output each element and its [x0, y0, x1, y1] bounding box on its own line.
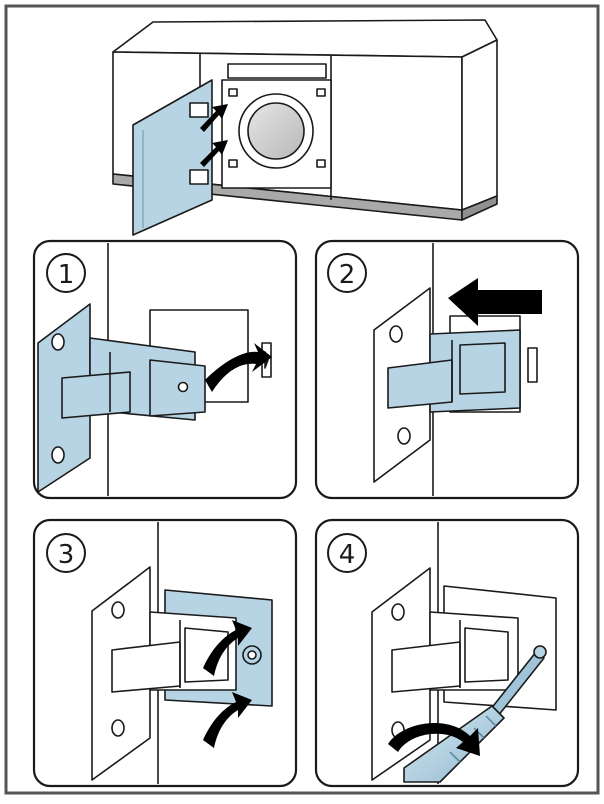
step-1-door-hole-top [51, 333, 65, 351]
step-2-number: 2 [339, 260, 356, 290]
machine-panel [227, 63, 327, 79]
cabinet-plinth-side [461, 195, 498, 221]
step-4-panel: 4 [314, 518, 580, 788]
overview-arrows [200, 104, 228, 167]
step-3-door-hole-top [111, 601, 125, 619]
machine-hinge-slot-top-left [228, 88, 238, 97]
step-3-panel: 3 [32, 518, 298, 788]
step-4-hinge-tab [464, 627, 509, 683]
door-hinge-top [189, 102, 209, 118]
step-1-screw-hole [177, 381, 189, 393]
step-2-push-arrow [448, 278, 542, 326]
screwdriver-tip [533, 645, 547, 659]
step-1-hinge-knuckle [61, 371, 131, 419]
step-2-slot [527, 347, 538, 383]
step-3-arrow-bottom [203, 692, 252, 748]
machine-hinge-slot-top-right [316, 88, 326, 97]
step-4-badge [327, 533, 367, 573]
overview-illustration [112, 19, 498, 236]
step-2-door-hole-top [389, 325, 403, 343]
step-1-insert-arrow [205, 343, 272, 392]
step-1-panel: 1 [32, 239, 298, 500]
arrow-bottom-hinge [200, 140, 228, 167]
screwdriver-handle [403, 705, 505, 783]
step-2-hinge-knuckle [387, 359, 453, 409]
screwdriver-grip-line-4 [449, 751, 461, 763]
cabinet-side [461, 39, 498, 211]
cabinet-top [112, 19, 498, 58]
step-1-hinge-tab [149, 359, 206, 417]
step-3-screw [247, 650, 257, 660]
step-3-badge [46, 533, 86, 573]
arrow-top-hinge [200, 104, 228, 132]
step-4-door-hole-top [391, 603, 405, 621]
step-4-rotate-arrow [388, 722, 480, 756]
step-2-badge [327, 253, 367, 293]
step-2-hinge-tab [459, 342, 506, 395]
step-2-panel: 2 [314, 239, 580, 500]
open-door-panel [132, 79, 213, 236]
step-1-badge [46, 253, 86, 293]
step-3-arrow-top [203, 620, 252, 676]
step-2-door-hole-bottom [397, 427, 411, 445]
door-hinge-bottom [189, 169, 209, 185]
porthole-glass [247, 102, 305, 160]
step-4-number: 4 [339, 540, 356, 570]
step-1-number: 1 [58, 260, 75, 290]
step-3-door-hole-bottom [111, 719, 125, 737]
step-3-hinge-tab [184, 627, 229, 683]
machine-hinge-slot-bottom-left [228, 159, 238, 168]
step-3-hinge-knuckle [111, 641, 181, 693]
machine-hinge-slot-bottom-right [316, 159, 326, 168]
step-4-hinge-knuckle [391, 641, 461, 693]
screwdriver-grip-line-1 [485, 715, 497, 727]
screwdriver-grip-line-2 [473, 727, 485, 739]
step-3-number: 3 [58, 540, 75, 570]
step-1-door-hole-bottom [51, 446, 65, 464]
